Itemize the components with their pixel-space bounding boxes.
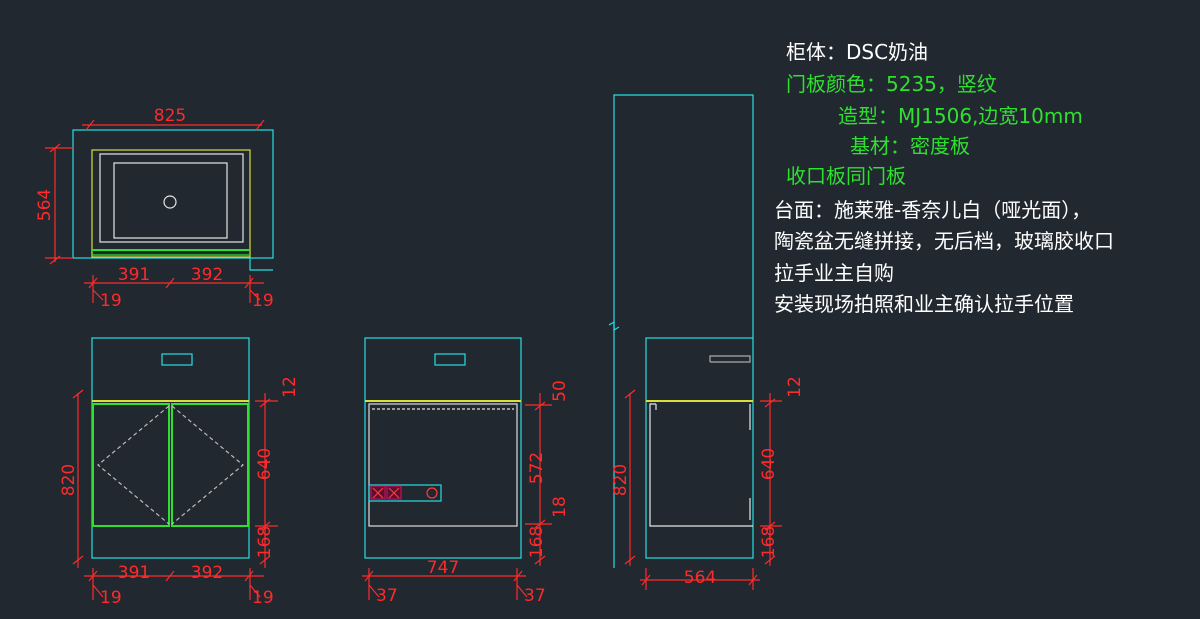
side-cabinet xyxy=(645,337,754,559)
dim-inner-height: 572 xyxy=(527,452,547,484)
socket-switch xyxy=(426,487,438,499)
dim-inner-plinth: 168 xyxy=(527,526,547,558)
note-door-style: 造型：MJ1506,边宽10mm xyxy=(838,104,1083,128)
dim-front-plinth: 168 xyxy=(255,526,275,558)
dim-front-right-half: 392 xyxy=(191,563,223,583)
front-door-right xyxy=(171,403,249,527)
side-tall-panel xyxy=(613,94,754,568)
note-basin: 陶瓷盆无缝拼接，无后档，玻璃胶收口 xyxy=(774,229,1114,253)
note-install: 安装现场拍照和业主确认拉手位置 xyxy=(774,292,1074,316)
side-faucet xyxy=(709,355,751,363)
note-substrate: 基材：密度板 xyxy=(850,134,970,158)
side-view xyxy=(608,94,754,568)
front-faucet xyxy=(161,353,193,366)
dimension-lines xyxy=(45,119,782,600)
note-trim-board: 收口板同门板 xyxy=(786,164,906,188)
dim-side-plinth: 168 xyxy=(759,526,779,558)
plan-basin-inner xyxy=(113,162,228,239)
plan-notch xyxy=(249,258,273,271)
door-swing-left xyxy=(97,405,170,525)
dim-front-right-edge: 19 xyxy=(252,588,274,608)
interior-faucet xyxy=(434,353,466,366)
dim-front-left-edge: 19 xyxy=(100,588,122,608)
socket-strip xyxy=(368,484,442,502)
plan-basin-outer xyxy=(99,153,244,243)
plan-outline xyxy=(72,129,274,259)
dim-top-left-half: 391 xyxy=(118,265,150,285)
side-box xyxy=(649,403,753,527)
dim-inner-right-edge: 37 xyxy=(524,586,546,606)
note-handle: 拉手业主自购 xyxy=(774,261,894,285)
dim-inner-left-edge: 37 xyxy=(376,586,398,606)
plan-countertop xyxy=(91,149,251,258)
interior-box xyxy=(368,403,518,527)
dim-side-depth: 564 xyxy=(684,568,716,588)
dim-inner-width: 747 xyxy=(427,558,459,578)
plan-drain xyxy=(163,195,177,209)
dim-front-door-height: 640 xyxy=(255,448,275,480)
note-cabinet-body: 柜体：DSC奶油 xyxy=(786,40,929,64)
note-door-color: 门板颜色：5235，竖纹 xyxy=(786,72,997,96)
dim-side-height: 820 xyxy=(611,464,631,496)
dim-top-right-edge: 19 xyxy=(252,291,274,311)
front-door-left xyxy=(92,403,170,527)
front-view xyxy=(91,337,250,559)
dim-top-right-half: 392 xyxy=(191,265,223,285)
dim-top-width: 825 xyxy=(154,106,186,126)
note-countertop: 台面：施莱雅-香奈儿白（哑光面）， xyxy=(774,198,1092,222)
dim-inner-top-gap: 50 xyxy=(550,380,570,402)
dim-top-depth: 564 xyxy=(35,189,55,221)
dim-side-gap-top: 12 xyxy=(785,376,805,398)
dim-front-left-half: 391 xyxy=(118,563,150,583)
plan-view xyxy=(72,129,274,271)
door-swing-right xyxy=(171,405,244,525)
dim-front-gap-top: 12 xyxy=(280,376,300,398)
dim-top-left-edge: 19 xyxy=(100,291,122,311)
dim-side-door-height: 640 xyxy=(759,448,779,480)
interior-view xyxy=(364,337,522,559)
dim-inner-shelf: 18 xyxy=(550,496,570,518)
dim-front-height: 820 xyxy=(59,464,79,496)
interior-cabinet xyxy=(364,337,522,559)
